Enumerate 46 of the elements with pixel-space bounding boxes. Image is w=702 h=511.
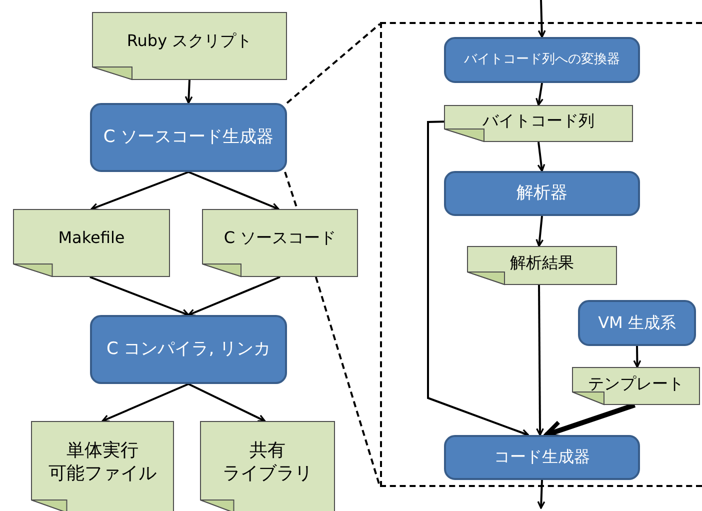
document-label: 解析結果 [510, 253, 574, 274]
process-label: コード生成器 [494, 447, 590, 468]
process-box [444, 37, 640, 83]
connector-line [284, 172, 298, 210]
arrow [536, 82, 544, 106]
document-shape [202, 209, 358, 277]
process-box [444, 171, 640, 216]
document-shape [444, 105, 633, 142]
document-shape [467, 246, 617, 285]
document-shape [572, 367, 700, 405]
process-box [578, 300, 696, 346]
arrow [184, 80, 193, 104]
process-label: VM 生成系 [598, 312, 676, 334]
arrow [537, 142, 546, 172]
process-label: C コンパイラ, リンカ [106, 338, 271, 361]
arrow [536, 216, 544, 247]
arrow [188, 171, 280, 210]
connector-line [286, 23, 381, 104]
document-shape [92, 12, 287, 80]
arrow [188, 383, 266, 422]
document-label: Makefile [58, 228, 125, 248]
document-shape [200, 421, 335, 511]
document-label: テンプレート [588, 374, 684, 394]
arrow [537, 480, 546, 509]
process-label: バイトコード列への変換器 [464, 52, 620, 68]
arrow [90, 171, 189, 210]
process-label: C ソースコード生成器 [103, 126, 274, 149]
document-label: C ソースコード [224, 228, 336, 248]
arrow [188, 276, 280, 316]
document-label: 共有ライブラリ [222, 438, 312, 486]
dashed-detail-frame [380, 22, 702, 487]
arrow [102, 383, 189, 422]
document-label: Ruby スクリプト [126, 30, 252, 52]
arrow [633, 346, 642, 368]
arrow [90, 276, 190, 316]
process-label: 解析器 [516, 182, 568, 205]
arrow [538, 0, 546, 38]
process-box [90, 103, 287, 172]
arrow [536, 285, 544, 436]
document-shape [13, 209, 170, 277]
document-label: 単体実行可能ファイル [48, 438, 156, 486]
document-label: バイトコード列 [482, 111, 594, 132]
document-shape [31, 421, 174, 511]
arrow [427, 120, 530, 437]
process-box [90, 315, 287, 384]
process-box [444, 435, 640, 480]
